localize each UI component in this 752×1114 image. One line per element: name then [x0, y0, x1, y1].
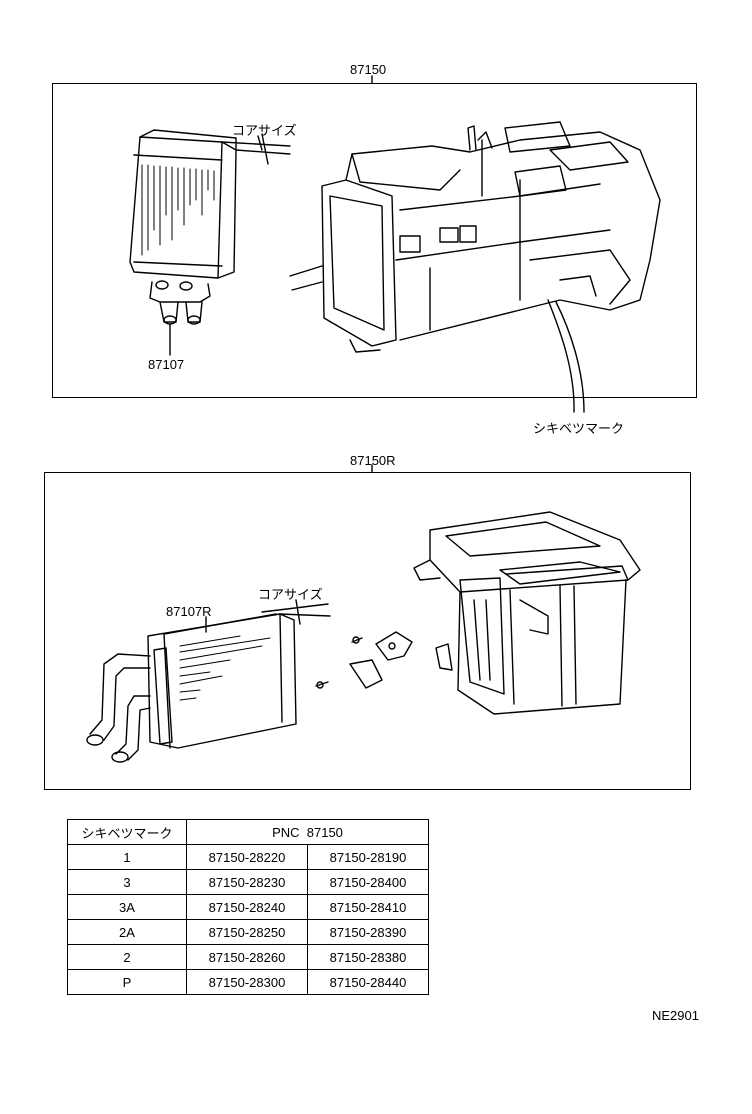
part-number-link[interactable]: 87150-28260 [186, 944, 308, 970]
identification-mark-callout: シキベツマーク [533, 421, 625, 436]
header-pnc: PNC 87150 [186, 819, 429, 845]
table-row: 1 87150-28220 87150-28190 [67, 844, 429, 870]
top-assembly-frame [52, 83, 697, 398]
part-number-link[interactable]: 87150-28380 [307, 944, 429, 970]
part-number-link[interactable]: 87150-28190 [307, 844, 429, 870]
table-row: 2A 87150-28250 87150-28390 [67, 919, 429, 945]
part-number-link[interactable]: 87150-28250 [186, 919, 308, 945]
figure-code: NE2901 [652, 1008, 699, 1023]
row-mark: P [67, 969, 187, 995]
bottom-assembly-label: 87150R [350, 453, 396, 468]
part-number-link[interactable]: 87150-28220 [186, 844, 308, 870]
row-mark: 3 [67, 869, 187, 895]
part-number-link[interactable]: 87150-28440 [307, 969, 429, 995]
part-number-link[interactable]: 87150-28230 [186, 869, 308, 895]
heater-core-87107r [86, 599, 331, 763]
part-number-link[interactable]: 87150-28390 [307, 919, 429, 945]
bottom-core-part-label: 87107R [166, 604, 212, 619]
top-assembly-label: 87150 [350, 62, 387, 77]
heater-unit-housing [289, 121, 661, 413]
top-core-part-label: 87107 [148, 357, 185, 372]
table-header-row: シキベツマーク PNC 87150 [67, 819, 429, 845]
row-mark: 3A [67, 894, 187, 920]
part-number-link[interactable]: 87150-28410 [307, 894, 429, 920]
bottom-assembly-frame [44, 472, 691, 790]
fastener-parts [315, 631, 413, 689]
bottom-core-size-label: コアサイズ [258, 587, 323, 602]
header-mark: シキベツマーク [67, 819, 187, 845]
row-mark: 1 [67, 844, 187, 870]
identification-table: シキベツマーク PNC 87150 1 87150-28220 87150-28… [67, 819, 429, 995]
table-row: 3A 87150-28240 87150-28410 [67, 894, 429, 920]
part-number-link[interactable]: 87150-28400 [307, 869, 429, 895]
heater-core-87107 [129, 129, 291, 356]
heater-unit-housing-87150r [413, 511, 641, 715]
table-row: 3 87150-28230 87150-28400 [67, 869, 429, 895]
part-number-link[interactable]: 87150-28300 [186, 969, 308, 995]
table-row: 2 87150-28260 87150-28380 [67, 944, 429, 970]
row-mark: 2 [67, 944, 187, 970]
table-row: P 87150-28300 87150-28440 [67, 969, 429, 995]
row-mark: 2A [67, 919, 187, 945]
part-number-link[interactable]: 87150-28240 [186, 894, 308, 920]
top-core-size-label: コアサイズ [232, 123, 297, 138]
